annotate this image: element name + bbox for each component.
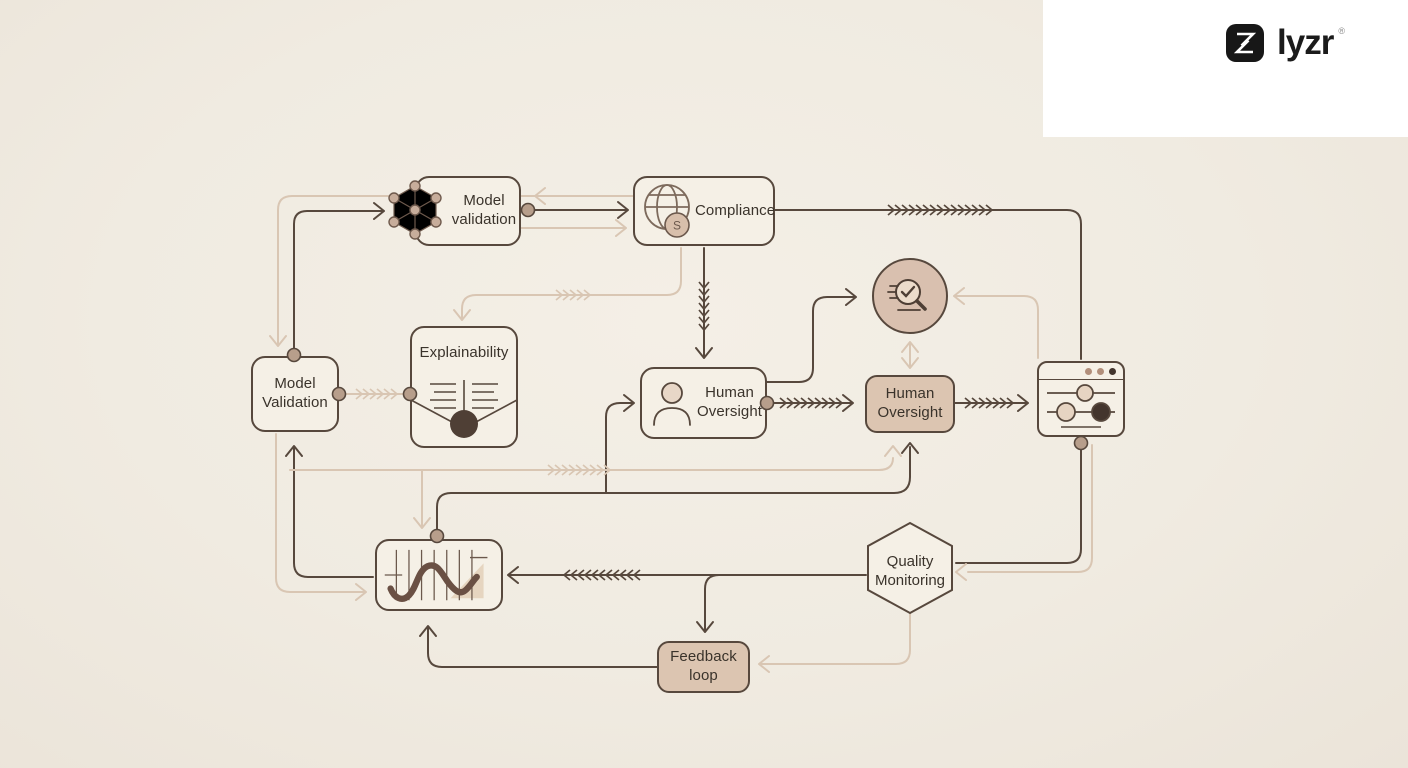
wire-light-circle-oversight-pair [901, 341, 919, 369]
wire-light-model-validation-down-to-chart [275, 433, 367, 601]
chevron-marks [555, 289, 592, 301]
wire-compliance-to-human-oversight [695, 247, 713, 359]
split-document-node-icon [410, 376, 518, 440]
wire-branch-to-oversight-center-left [605, 394, 635, 494]
globe-icon: S [640, 182, 696, 240]
node-model-validation-left: Model Validation [251, 356, 339, 432]
sliders-icon [1047, 384, 1115, 428]
panel-dot-icon [1097, 367, 1104, 375]
node-human-oversight-center: Human Oversight [640, 367, 767, 439]
connector-dot [520, 202, 536, 218]
wire-oversight-center-to-oversight-right [768, 394, 854, 412]
wire-light-panel-to-inspection-circle [953, 287, 1039, 359]
logo-text: lyzr [1277, 23, 1334, 62]
wire-model-validation-left-to-top-node [293, 202, 385, 355]
node-compliance-label: Compliance [695, 201, 776, 219]
node-explainability-label: Explainability [419, 344, 509, 361]
chevron-marks [547, 464, 612, 476]
node-model-validation-top-label: Model validation [451, 192, 517, 228]
wire-branch-to-feedback-top [696, 574, 720, 633]
wire-light-quality-monitoring-to-feedback [758, 613, 911, 673]
panel-dot-icon [1085, 367, 1092, 375]
wire-quality-monitoring-to-chart [507, 566, 867, 584]
lyzr-mark-icon [1226, 24, 1264, 62]
node-feedback-loop: Feedback loop [657, 641, 750, 693]
wire-chart-to-model-validation-left [285, 445, 374, 578]
node-feedback-loop-label: Feedback loop [670, 648, 737, 684]
compliance-badge: S [673, 219, 681, 233]
node-model-validation-left-label: Model Validation [262, 375, 328, 411]
chevron-marks [779, 397, 844, 409]
chevron-marks [562, 569, 641, 581]
person-icon [652, 381, 692, 427]
chevron-marks [964, 397, 1015, 409]
node-performance-chart [375, 539, 503, 611]
logo: lyzr ® [1226, 23, 1353, 63]
wire-light-panel-to-quality-monitoring [955, 444, 1093, 581]
node-inspection-circle [872, 258, 948, 334]
wire-light-branch-to-chart-top [413, 469, 431, 529]
node-human-oversight-center-label: Human Oversight [696, 384, 763, 420]
chevron-marks [698, 281, 710, 332]
wire-oversight-to-inspection-circle [766, 288, 857, 383]
wire-quality-monitoring-to-panel-bottom [955, 448, 1082, 564]
magnifier-check-icon [887, 279, 927, 311]
wire-oversight-right-to-panel [954, 394, 1029, 412]
node-human-oversight-right: Human Oversight [865, 375, 955, 433]
chevron-marks [887, 204, 994, 216]
node-quality-monitoring-label: Quality Monitoring [874, 553, 946, 589]
wire-chart-to-oversight-right-bottom [436, 442, 919, 536]
registered-mark: ® [1338, 26, 1345, 36]
wave-chart-icon [384, 549, 488, 602]
wire-light-mid-horizontal [289, 445, 902, 471]
wire-feedback-to-chart-bottom [419, 625, 658, 668]
wire-top-node-to-compliance [529, 201, 629, 219]
panel-topbar [1039, 363, 1123, 380]
panel-dot-icon [1109, 367, 1116, 375]
chevron-marks [355, 388, 399, 400]
header-white-panel: lyzr ® [1043, 0, 1408, 137]
connector-dot [1073, 435, 1089, 451]
node-settings-panel [1037, 361, 1125, 437]
node-human-oversight-right-label: Human Oversight [877, 385, 943, 421]
wire-light-compliance-to-explainability [453, 247, 682, 321]
neural-network-icon [383, 178, 447, 242]
